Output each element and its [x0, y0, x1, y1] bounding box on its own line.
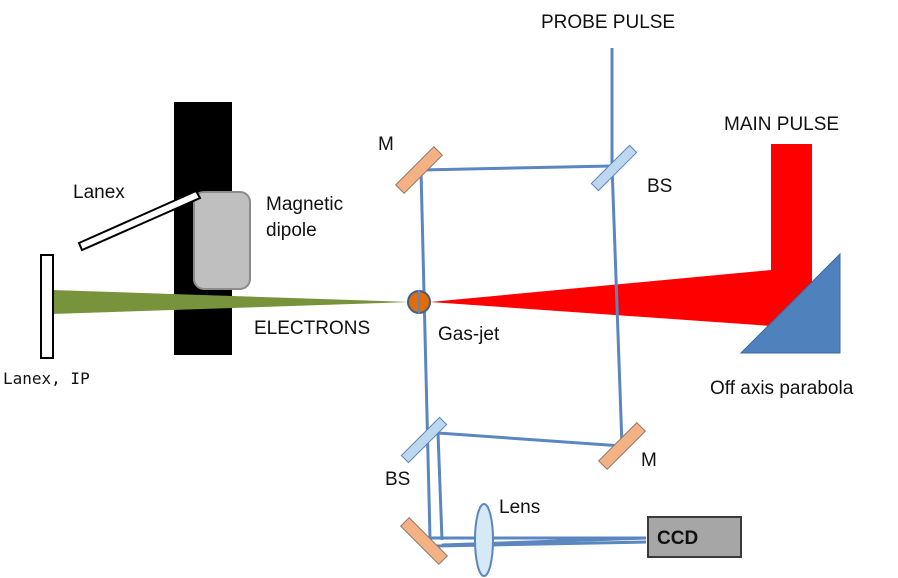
beamsplitter-bottom-label: BS: [385, 469, 410, 490]
magnetic-dipole-label-line1: Magnetic: [266, 194, 343, 215]
mirror-bottom-label: M: [641, 450, 657, 471]
mirror-bottom-right: [597, 421, 647, 471]
lens-label: Lens: [499, 497, 540, 518]
electrons-label: ELECTRONS: [254, 318, 370, 339]
lanex-ip-detector: [40, 254, 54, 359]
mirror-top-label: M: [378, 134, 394, 155]
probe-beam-paths: [419, 48, 647, 548]
magnetic-dipole-label-line2: dipole: [266, 220, 317, 241]
probe-pulse-label: PROBE PULSE: [541, 12, 675, 33]
lanex-label: Lanex: [73, 182, 125, 203]
off-axis-parabola-label: Off axis parabola: [710, 378, 854, 399]
main-pulse-focus: [430, 270, 812, 326]
beamsplitter-bottom: [400, 416, 448, 464]
off-axis-parabola: [739, 252, 841, 354]
lens: [474, 503, 494, 577]
ccd-camera: [647, 516, 742, 558]
ccd-label: CCD: [657, 528, 698, 549]
mirror-bottom-left: [399, 516, 449, 566]
lanex-screen: [77, 189, 202, 252]
mirror-top-left: [394, 145, 444, 195]
main-pulse-label: MAIN PULSE: [724, 114, 839, 135]
magnetic-dipole: [193, 191, 251, 290]
lanex-ip-label: Lanex, IP: [3, 369, 90, 388]
gas-jet-label: Gas-jet: [438, 324, 500, 345]
beamsplitter-top: [590, 144, 638, 192]
main-pulse-vertical: [771, 144, 812, 290]
beamsplitter-top-label: BS: [647, 176, 672, 197]
electron-beam: [52, 290, 410, 314]
